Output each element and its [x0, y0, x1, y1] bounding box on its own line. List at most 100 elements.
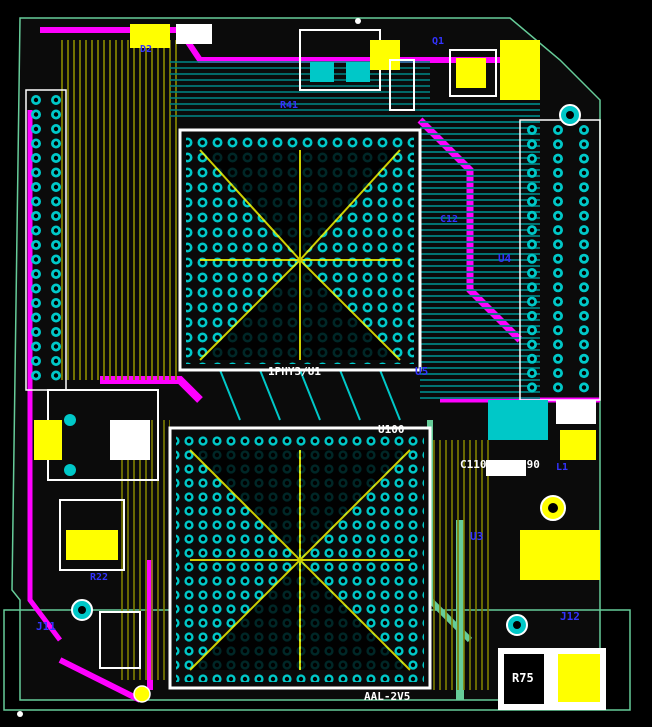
header-pin-drill [555, 156, 561, 161]
header-pin-drill [53, 373, 59, 378]
reg-u3-label: U3 [470, 530, 483, 543]
header-pin-drill [33, 242, 39, 248]
header-pin-drill [581, 227, 587, 233]
header-pin-drill [581, 127, 587, 133]
header-pin-drill [529, 256, 535, 261]
header-pin-drill [33, 170, 39, 175]
header-pin-drill [581, 385, 587, 390]
header-pin-drill [53, 271, 59, 277]
header-pin-drill [581, 142, 587, 147]
header-pin-drill [529, 299, 535, 304]
header-pin-drill [555, 385, 561, 390]
header-pin-drill [33, 358, 39, 364]
header-pin-drill [53, 126, 59, 132]
header-pin-drill [53, 242, 59, 248]
header-pin-drill [529, 270, 535, 276]
header-pin-drill [555, 142, 561, 147]
misc-r22-label: R22 [90, 572, 108, 583]
header-pin-drill [33, 184, 39, 190]
header-pin-drill [529, 199, 535, 204]
header-pin-drill [555, 199, 561, 204]
connector-j11-label: J11 [36, 620, 56, 633]
header-pin-drill [529, 142, 535, 147]
misc-c12-label: C12 [440, 214, 458, 225]
rail-label-2v5: AAL-2V5 [364, 690, 410, 703]
header-pin-drill [53, 184, 59, 190]
header-pin-drill [53, 344, 59, 349]
header-pin-drill [555, 170, 561, 176]
misc-r41-label: R41 [280, 100, 298, 111]
header-pin-drill [529, 328, 535, 333]
header-pin-drill [529, 285, 535, 290]
header-pin-drill [581, 199, 587, 204]
header-pin-drill [33, 373, 39, 378]
header-pin-drill [529, 185, 535, 190]
header-pin-drill [581, 185, 587, 190]
right-header-connector [519, 119, 601, 401]
header-pin-drill [555, 242, 561, 247]
header-pin-drill [555, 356, 561, 361]
header-pin-drill [53, 141, 59, 146]
header-pin-drill [33, 344, 39, 349]
fpga-upper-label: U5 [415, 365, 428, 378]
right-lower-components: R75 [486, 400, 606, 710]
header-pin-drill [581, 256, 587, 261]
header-pin-drill [53, 257, 59, 262]
header-pin-drill [33, 97, 39, 103]
header-pin-drill [529, 370, 535, 376]
header-pin-drill [53, 286, 59, 291]
header-pin-drill [555, 313, 561, 319]
header-pin-drill [33, 329, 39, 335]
header-pin-drill [529, 342, 535, 347]
reg-u4-label: U4 [498, 252, 512, 265]
header-pin-drill [53, 155, 59, 161]
header-pin-drill [581, 170, 587, 176]
header-pin-drill [555, 270, 561, 276]
header-pin-drill [53, 97, 59, 103]
header-pin-drill [555, 285, 561, 290]
header-pin-drill [33, 257, 39, 262]
header-pin-drill [581, 342, 587, 347]
header-pin-drill [33, 141, 39, 146]
header-pin-drill [581, 356, 587, 361]
header-pin-drill [53, 358, 59, 364]
header-pin-drill [53, 315, 59, 320]
header-pin-drill [53, 329, 59, 335]
header-pin-drill [529, 242, 535, 247]
resistor-r75-label: R75 [512, 671, 534, 685]
fpga-upper-ref: 1PHY3/U1 [268, 365, 321, 378]
header-pin-drill [529, 170, 535, 176]
header-pin-drill [581, 370, 587, 376]
header-pin-drill [53, 199, 59, 204]
header-pin-drill [33, 155, 39, 161]
fpga-lower-ref: U100 [378, 423, 405, 436]
header-pin-drill [555, 299, 561, 304]
header-pin-drill [529, 156, 535, 161]
header-pin-drill [53, 112, 59, 117]
header-pin-drill [33, 300, 39, 306]
header-pin-drill [33, 286, 39, 291]
misc-q1-label: Q1 [432, 36, 444, 47]
header-pin-drill [33, 271, 39, 277]
fpga-upper-bga: 1PHY3/U1 U5 [178, 128, 428, 378]
top-components [130, 24, 581, 126]
misc-l1-label: L1 [556, 462, 568, 473]
misc-d2-label: D2 [140, 44, 152, 55]
header-pin-drill [529, 227, 535, 233]
fiducials [17, 18, 361, 717]
header-pin-drill [53, 213, 59, 219]
header-pin-drill [33, 315, 39, 320]
header-pin-drill [529, 313, 535, 319]
header-pin-drill [581, 156, 587, 161]
header-pin-drill [33, 199, 39, 204]
header-pin-drill [581, 213, 587, 218]
header-pin-drill [581, 299, 587, 304]
header-pin-drill [529, 356, 535, 361]
header-pin-drill [581, 328, 587, 333]
header-pin-drill [555, 370, 561, 376]
header-pin-drill [581, 285, 587, 290]
fpga-lower-bga: U100 [168, 423, 432, 690]
header-pin-drill [529, 127, 535, 133]
header-pin-drill [555, 342, 561, 347]
